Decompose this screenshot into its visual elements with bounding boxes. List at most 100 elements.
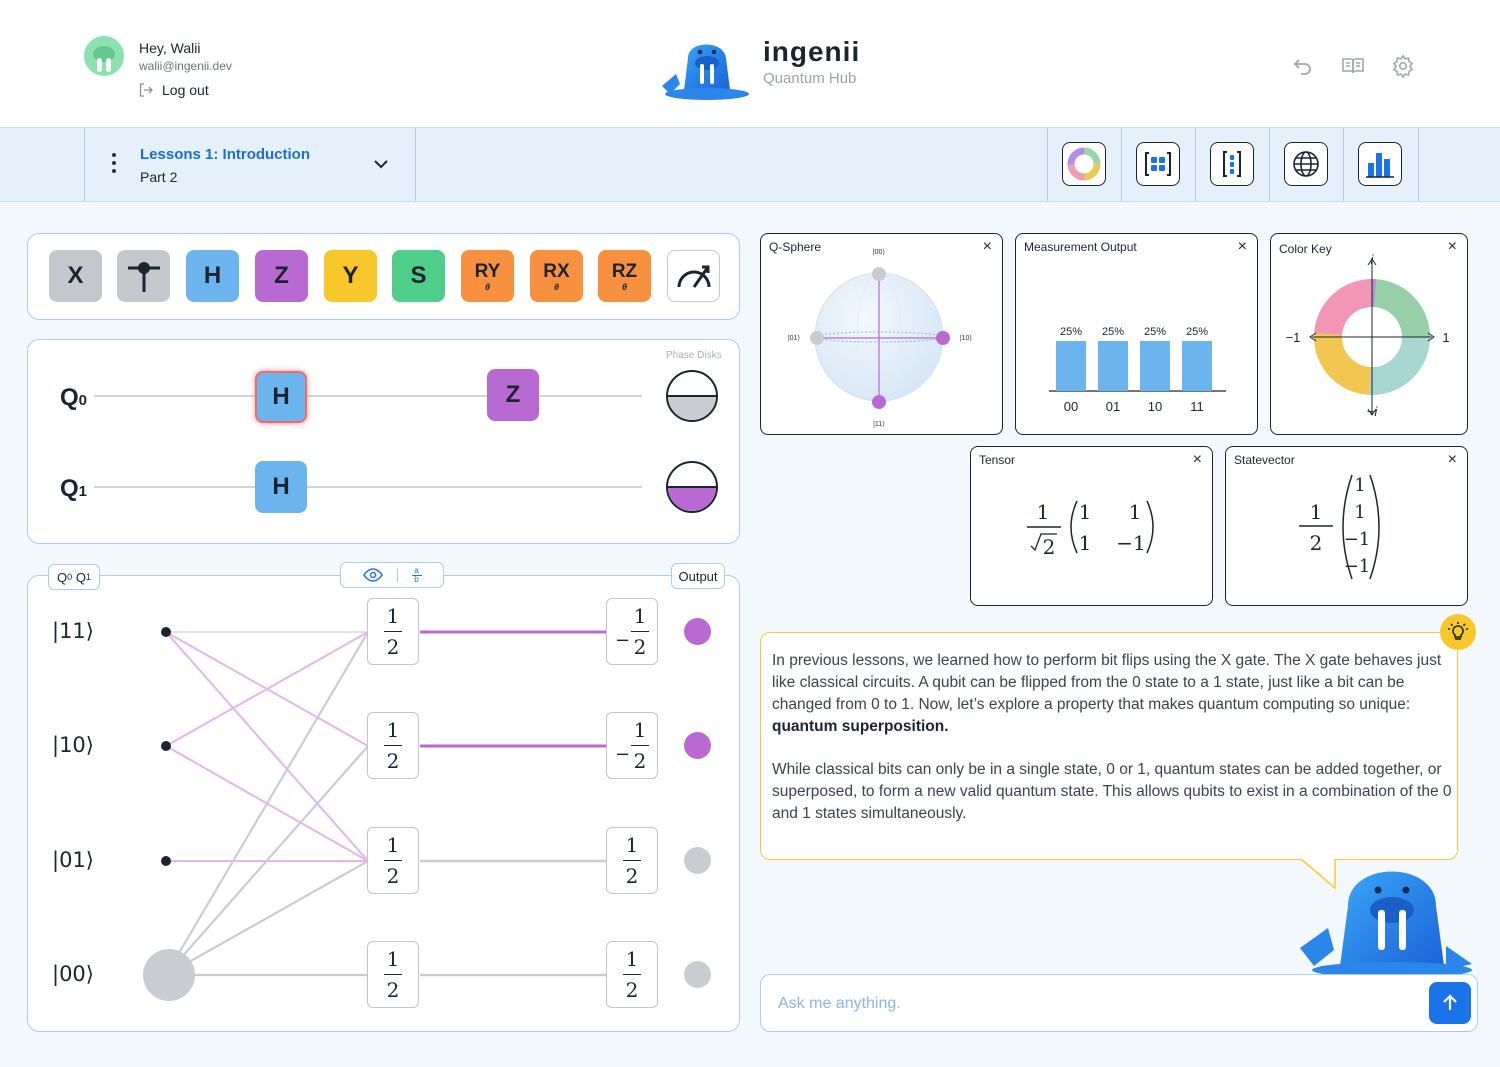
state-label-11: |11⟩ (52, 619, 94, 643)
lesson-bar: Lessons 1: Introduction Part 2 (0, 128, 1500, 202)
close-icon[interactable]: × (1237, 238, 1247, 255)
lightbulb-icon (1448, 622, 1468, 640)
state-label-10: |10⟩ (52, 733, 94, 757)
qsphere-label-11: |11⟩ (873, 420, 885, 428)
logout-label: Log out (162, 82, 209, 98)
bar-00 (1056, 341, 1086, 391)
tensor-title: Tensor (979, 453, 1016, 467)
gate-x-button[interactable]: X (49, 250, 102, 302)
control-target-icon (127, 262, 160, 292)
undo-icon[interactable] (1291, 54, 1315, 78)
book-icon[interactable] (1341, 54, 1365, 78)
arrow-up-icon (1443, 994, 1457, 1010)
category-tick-label: 01 (1106, 399, 1120, 414)
svg-text:2: 2 (1043, 535, 1056, 559)
statevector-title: Statevector (1234, 453, 1295, 467)
color-key-title: Color Key (1279, 242, 1332, 256)
qsphere-title: Q-Sphere (769, 240, 822, 254)
color-key-card: Color Key × i −i −1 1 (1270, 233, 1468, 435)
qsphere-toggle[interactable] (1269, 128, 1343, 201)
output-probability-dot (684, 961, 711, 988)
close-icon[interactable]: × (1192, 451, 1202, 468)
svg-text:1: 1 (1310, 500, 1323, 524)
category-tick-label: 11 (1190, 399, 1204, 414)
brand-name: ingenii (763, 36, 861, 67)
lesson-part: Part 2 (140, 169, 178, 185)
more-vertical-icon[interactable] (111, 152, 116, 174)
eye-icon[interactable] (362, 568, 383, 582)
statevector-toggle[interactable] (1195, 128, 1269, 201)
gate-cnot-button[interactable] (117, 250, 170, 302)
circuit-gate-q0-z[interactable]: Z (487, 369, 539, 421)
phase-disk-q0 (666, 370, 718, 422)
logout-button[interactable]: Log out (138, 82, 209, 98)
circuit-gate-q1-h[interactable]: H (255, 461, 307, 513)
output-tag: Output (671, 563, 725, 589)
qsphere-graphic: |00⟩ |01⟩ |10⟩ |11⟩ (788, 248, 973, 428)
measurement-toggle[interactable] (1343, 128, 1419, 201)
axis-label-1: 1 (1442, 330, 1449, 345)
close-icon[interactable]: × (982, 238, 992, 255)
circuit-gate-q0-h[interactable]: H (255, 371, 307, 423)
bar-11 (1182, 341, 1212, 391)
logout-icon (139, 83, 153, 97)
lesson-paragraph-2: While classical bits can only be in a si… (772, 761, 1452, 822)
bar-value-label: 25% (1060, 326, 1082, 338)
lesson-selector[interactable]: Lessons 1: Introduction Part 2 (84, 128, 416, 201)
walrus-logo (662, 44, 749, 100)
lesson-title: Lessons 1: Introduction (140, 146, 311, 163)
qsphere-label-00: |00⟩ (873, 248, 886, 256)
color-key-toggle[interactable] (1047, 128, 1121, 201)
source-dot (161, 627, 171, 637)
axis-label-i: i (1371, 252, 1375, 267)
user-greeting: Hey, Walii (139, 40, 201, 56)
close-icon[interactable]: × (1447, 238, 1457, 255)
grid-matrix-icon (1145, 152, 1171, 176)
qubit-1-label: Q1 (60, 475, 88, 502)
qubit-0-label: Q0 (60, 384, 88, 411)
svg-text:1: 1 (1354, 475, 1365, 496)
hint-button[interactable] (1440, 614, 1476, 650)
color-wheel: i −i −1 1 (1286, 252, 1450, 419)
state-label-00: |00⟩ (52, 962, 94, 986)
gate-h-button[interactable]: H (186, 250, 239, 302)
qubit-1-wire (94, 486, 642, 488)
bubble-tail (1300, 858, 1336, 890)
output-probability-dot (684, 618, 711, 645)
gate-measure-button[interactable] (667, 250, 720, 302)
svg-text:1: 1 (1037, 500, 1050, 524)
bar-value-label: 25% (1102, 326, 1124, 338)
settings-icon[interactable] (1391, 54, 1415, 78)
transition-line-10-11 (165, 631, 369, 747)
gate-y-button[interactable]: Y (324, 250, 377, 302)
gate-s-button[interactable]: S (392, 250, 445, 302)
chevron-down-icon[interactable] (373, 158, 389, 170)
gate-z-button[interactable]: Z (255, 250, 308, 302)
bar-chart-icon (1366, 153, 1394, 178)
user-avatar[interactable] (84, 36, 124, 76)
brand-subtitle: Quantum Hub (763, 70, 857, 87)
qubit-0-wire (94, 395, 642, 397)
bar-10 (1140, 341, 1170, 391)
svg-text:1: 1 (1079, 531, 1092, 555)
send-button[interactable] (1429, 982, 1471, 1024)
svg-text:1: 1 (1129, 500, 1142, 524)
close-icon[interactable]: × (1447, 451, 1457, 468)
chat-input[interactable] (778, 989, 1418, 1019)
tensor-toggle[interactable] (1121, 128, 1195, 201)
